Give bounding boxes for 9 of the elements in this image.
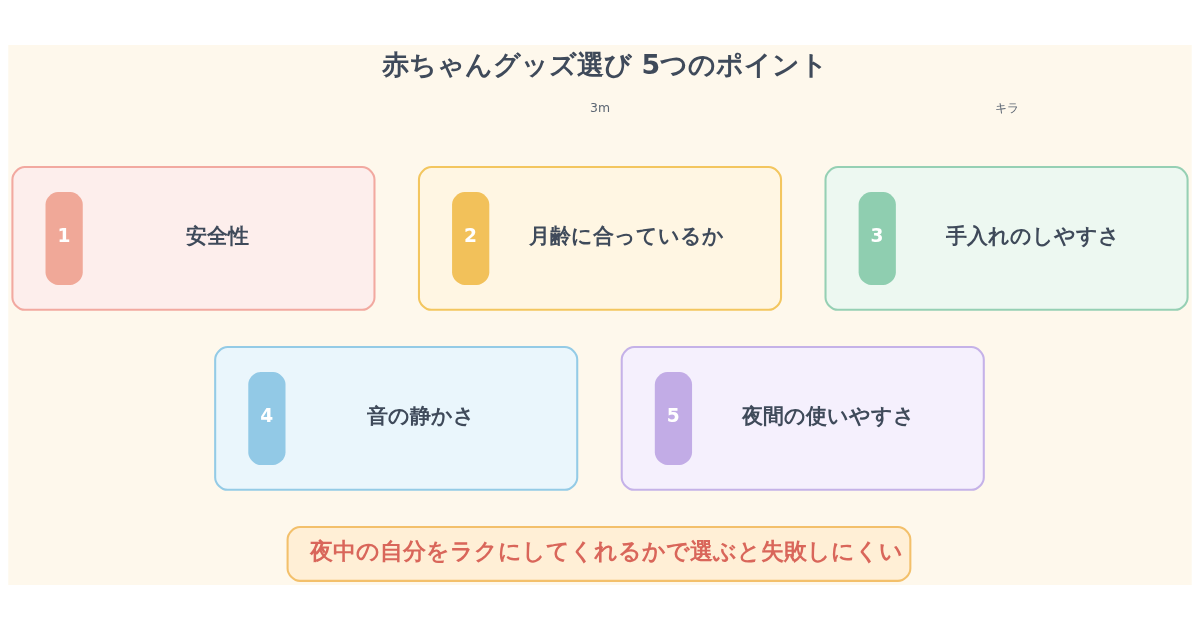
node-box: 5 夜間の使いやすさ: [620, 346, 985, 491]
node-box: 3 手入れのしやすさ: [824, 166, 1189, 311]
node-box: 4 音の静かさ: [214, 346, 579, 491]
label: キラ: [994, 99, 1019, 115]
node-box: 夜中の自分をラクにしてくれるかで選ぶと失敗しにくい: [286, 526, 912, 582]
node-box: 2 月齢に合っているか: [417, 166, 783, 311]
diagram-title: 赤ちゃんグッズ選び 5つのポイント: [382, 48, 829, 80]
label: 3m: [590, 99, 610, 115]
node-box: 1 安全性: [11, 166, 376, 311]
